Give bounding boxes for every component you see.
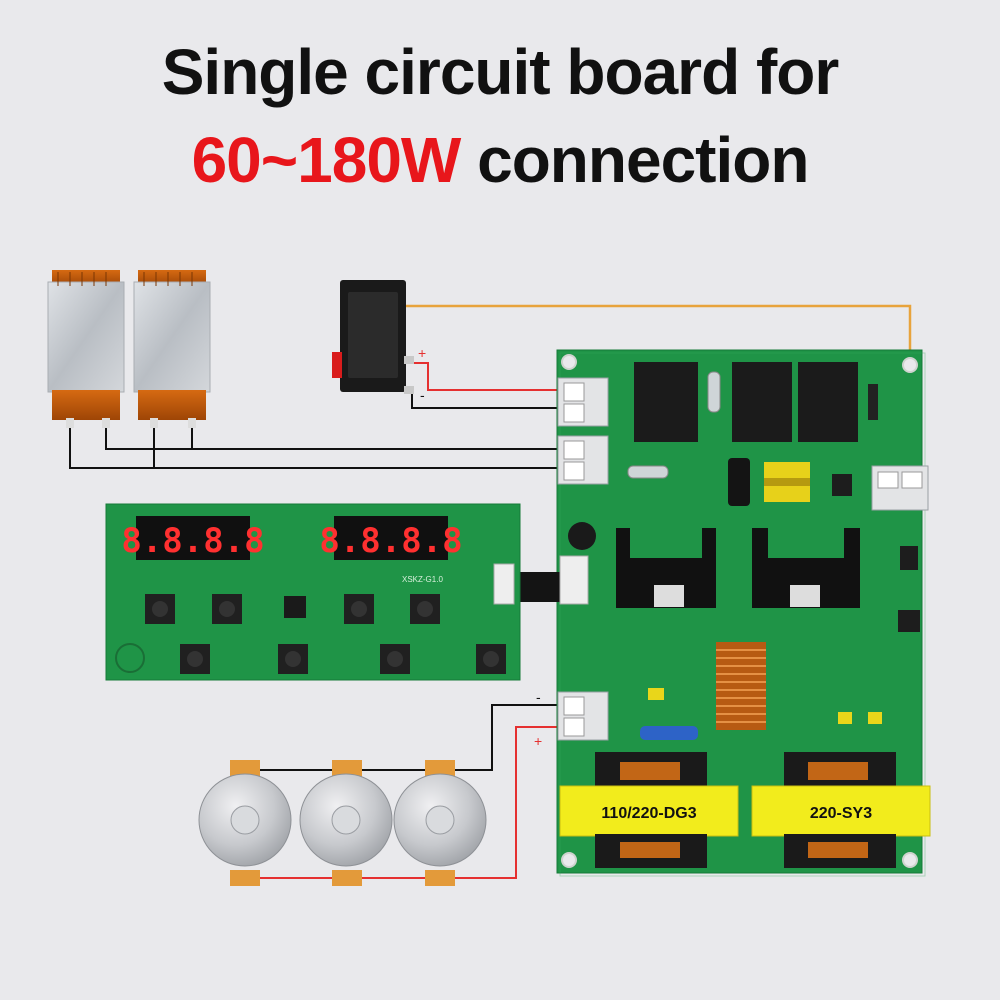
title-line-2: 60~180W connection [0, 116, 1000, 204]
title-block: Single circuit board for 60~180W connect… [0, 28, 1000, 204]
transducer-1 [198, 760, 292, 886]
transformer-2-label: 220-SY3 [810, 805, 872, 822]
display-board: 8.8.8.8 8.8.8.8 XSKZ-G1.0 [105, 503, 521, 681]
switch-plus-label: + [418, 345, 426, 361]
display-board-model: XSKZ-G1.0 [402, 575, 443, 584]
title-line-2-rest: connection [477, 124, 809, 196]
orange-wire [404, 304, 912, 362]
power-range: 60~180W [191, 124, 462, 196]
display-2-digits: 8.8.8.8 [319, 521, 462, 561]
main-board: 110/220-DG3 220-SY3 - + [534, 349, 931, 877]
transformer-2: 220-SY3 [751, 752, 931, 868]
transducer-3 [393, 760, 487, 886]
output-minus-label: - [536, 689, 541, 705]
output-plus-label: + [534, 733, 542, 749]
power-socket: + - [332, 280, 426, 403]
heater-wire-2 [105, 427, 562, 450]
switch-black-wire [411, 390, 562, 409]
transformer-1-label: 110/220-DG3 [601, 805, 696, 822]
switch-red-wire [412, 362, 562, 391]
output-black-wire [448, 704, 562, 771]
output-red-wire [440, 726, 562, 879]
heater-right [133, 270, 211, 428]
transducer-2 [299, 760, 393, 886]
display-1-digits: 8.8.8.8 [121, 521, 264, 561]
transformer-1: 110/220-DG3 [559, 752, 739, 868]
heater-left [47, 270, 125, 428]
heater-wire-1 [69, 427, 562, 469]
switch-minus-label: - [420, 387, 425, 403]
ribbon-connector [520, 572, 560, 602]
title-line-1: Single circuit board for [161, 36, 840, 108]
